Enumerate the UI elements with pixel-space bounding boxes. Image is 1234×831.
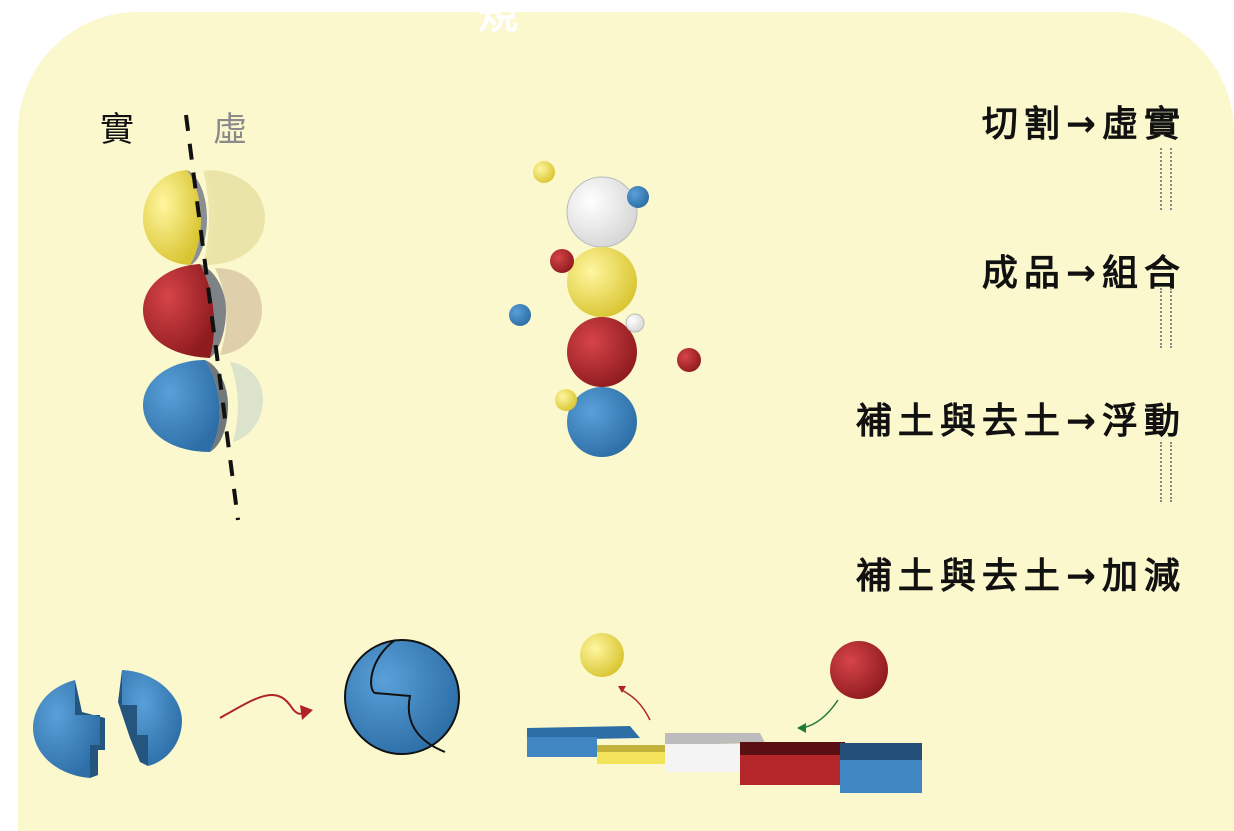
interlock-arrow [219,694,309,719]
sphere-yellow [567,247,637,317]
page-title: 規 [478,12,532,38]
step-label-add-subtract: 補土與去土→加減 [855,556,1186,597]
solid-half-red [143,264,215,358]
slab-blue-left-top [527,726,640,740]
slab-sequence [527,633,922,793]
solid-half-blue [143,360,220,452]
void-half-blue-body [230,362,263,442]
removed-yellow-sphere [580,633,624,677]
step-label-cut: 切割→虛實 [981,104,1186,145]
interlock-piece-right-face [118,670,148,766]
assembled-seam [370,639,446,753]
add-arrow [801,699,839,729]
void-label: 虛 [213,110,247,150]
floating-yellow-top [533,161,555,183]
slab-blue-right [840,760,922,793]
floating-red-left [550,249,574,273]
slab-blue-left [527,737,597,757]
slab-white [665,744,740,772]
solid-label: 實 [100,110,134,150]
void-half-red-body [215,268,262,355]
floating-blue-left [509,304,531,326]
remove-arrow [621,689,651,721]
slab-red [740,755,840,785]
interlock-arrowhead [300,705,313,720]
interlock-piece-left [33,680,100,778]
interlock-piece-right [122,670,182,766]
step-label-assembly: 成品→組合 [981,253,1186,294]
slab-blue-right-top [840,743,922,760]
assembled-stack [509,161,701,457]
assembled-sphere [344,639,460,755]
step-connector [1160,442,1172,502]
slab-yellow-top [597,745,665,752]
cut-line [184,114,240,521]
floating-yellow-low [555,389,577,411]
slab-red-top [740,742,845,755]
sphere-blue [567,387,637,457]
step-connector [1160,288,1172,348]
slab-yellow [597,752,665,764]
add-arrowhead [797,723,806,733]
solid-half-yellow [143,170,201,265]
step-connector [1160,148,1172,210]
remove-arrowhead [618,686,626,693]
sphere-white [566,176,638,248]
void-half-yellow-body [205,170,265,265]
cut-face-red [200,264,226,358]
step-label-floating: 補土與去土→浮動 [855,401,1186,442]
interlock-piece-left-face [75,680,105,778]
cut-sphere-stack [143,114,265,521]
floating-white-small [625,313,645,333]
interlock-sequence [33,639,460,778]
sphere-red [567,317,637,387]
added-red-sphere [830,641,888,699]
floating-red-right [677,348,701,372]
floating-blue-top [627,186,649,208]
